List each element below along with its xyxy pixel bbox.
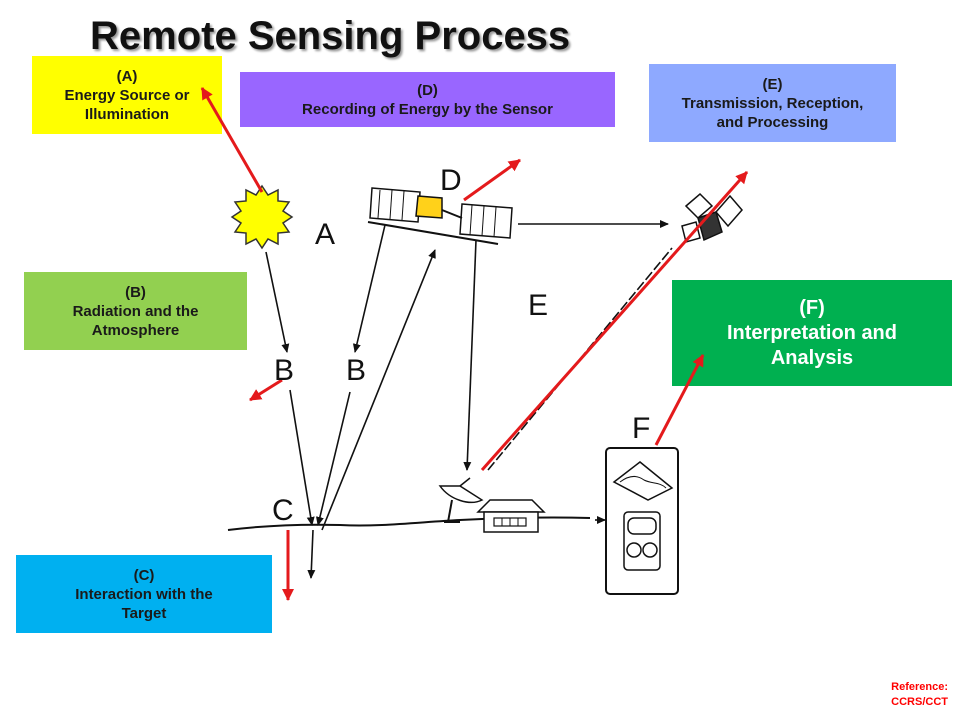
- diagram-label-f: F: [632, 412, 650, 445]
- reference-note: Reference: CCRS/CCT: [891, 680, 948, 710]
- box-d-line2: Recording of Energy by the Sensor: [302, 100, 553, 118]
- satellite-icon: [367, 187, 513, 245]
- pointer-arrow-d: [463, 158, 521, 202]
- box-interpretation: (F) Interpretation and Analysis: [672, 280, 952, 386]
- red-pointer-arrows: [200, 87, 749, 601]
- satellite-dish-icon: [438, 477, 484, 523]
- box-energy-source: (A) Energy Source or Illumination: [32, 56, 222, 134]
- sun-icon: [230, 184, 294, 250]
- ground-station-icon: [476, 499, 546, 533]
- diagram-label-d: D: [440, 164, 462, 197]
- pointer-arrow-e: [480, 171, 749, 471]
- box-e-line2: Transmission, Reception,: [681, 94, 864, 112]
- box-e-line3: and Processing: [716, 113, 829, 131]
- box-radiation: (B) Radiation and the Atmosphere: [24, 272, 247, 350]
- box-b-line3: Atmosphere: [91, 321, 180, 339]
- box-interaction: (C) Interaction with the Target: [16, 555, 272, 633]
- box-f-line3: Analysis: [770, 346, 854, 369]
- box-b-line2: Radiation and the: [72, 302, 199, 320]
- box-b-letter: (B): [125, 283, 146, 301]
- box-d-letter: (D): [417, 81, 438, 99]
- diagram-label-c: C: [272, 494, 294, 527]
- box-f-letter: (F): [799, 296, 825, 319]
- box-c-line2: Interaction with the: [75, 585, 213, 603]
- relay-satellite-icon: [681, 192, 743, 243]
- box-c-letter: (C): [133, 566, 155, 584]
- box-a-letter: (A): [116, 67, 138, 85]
- pointer-arrow-a: [200, 87, 264, 193]
- box-transmission: (E) Transmission, Reception, and Process…: [649, 64, 896, 142]
- pointer-arrow-b: [249, 378, 283, 402]
- diagram-label-b1: B: [274, 354, 294, 387]
- diagram-label-a: A: [315, 218, 335, 251]
- pointer-arrow-f: [654, 354, 705, 446]
- box-a-line2: Energy Source or: [64, 86, 190, 104]
- box-c-line3: Target: [121, 604, 167, 622]
- diagram-label-e: E: [528, 289, 548, 322]
- box-e-letter: (E): [762, 75, 783, 93]
- box-a-line3: Illumination: [84, 105, 170, 123]
- box-recording: (D) Recording of Energy by the Sensor: [240, 72, 615, 127]
- page-title: Remote Sensing Process: [90, 14, 571, 58]
- display-monitor-icon: [605, 447, 679, 595]
- reference-source: CCRS/CCT: [891, 696, 948, 708]
- box-f-line2: Interpretation and: [726, 321, 897, 344]
- diagram-label-b2: B: [346, 354, 366, 387]
- reference-label: Reference:: [891, 681, 948, 693]
